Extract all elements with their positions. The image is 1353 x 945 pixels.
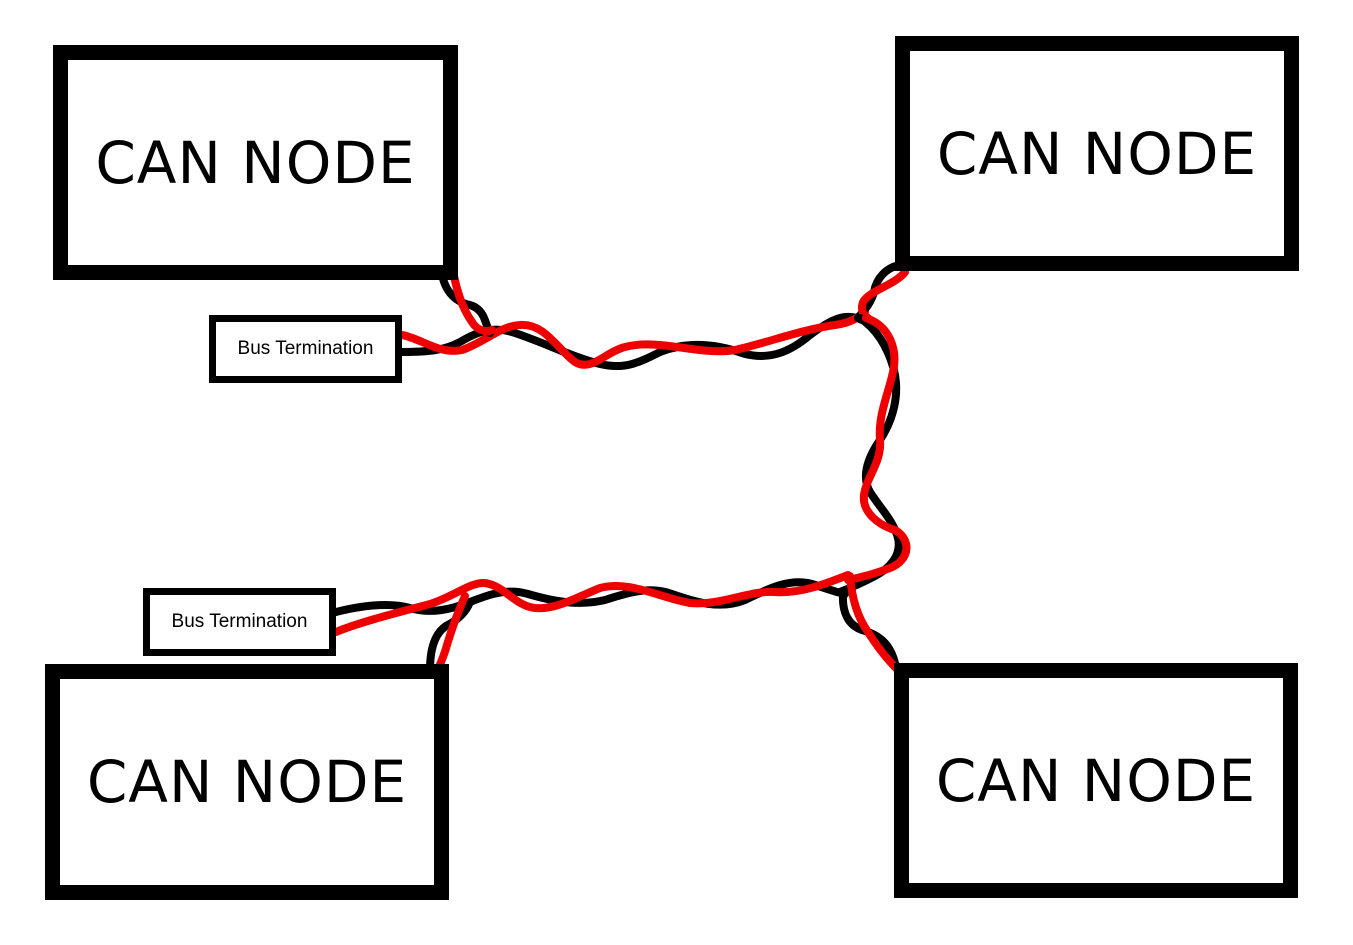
tl-drop-red-wire — [448, 261, 496, 335]
tl-drop-black-wire — [437, 261, 494, 337]
top-bus-black-wire — [398, 312, 866, 371]
bus-termination-top: Bus Termination — [209, 315, 402, 383]
bus-termination-label: Bus Termination — [237, 338, 374, 359]
br-drop-red-wire — [846, 572, 900, 672]
can-node-bottom-left: CAN NODE — [45, 664, 449, 900]
can-node-top-right: CAN NODE — [895, 36, 1299, 271]
bottom-bus-black-wire — [332, 578, 849, 616]
can-node-label: CAN NODE — [936, 119, 1258, 188]
bottom-bus-red-wire — [332, 571, 852, 636]
can-node-label: CAN NODE — [86, 748, 408, 816]
can-node-label: CAN NODE — [95, 128, 416, 197]
top-bus-red-wire — [398, 308, 869, 369]
bus-termination-bottom: Bus Termination — [143, 588, 336, 656]
bus-termination-label: Bus Termination — [171, 611, 308, 632]
can-node-label: CAN NODE — [935, 746, 1257, 815]
vertical-bus-black-wire — [836, 314, 903, 596]
can-node-top-left: CAN NODE — [53, 45, 458, 280]
bl-drop-black-wire — [426, 598, 474, 674]
vertical-bus-red-wire — [844, 314, 911, 584]
can-node-bottom-right: CAN NODE — [894, 663, 1298, 898]
